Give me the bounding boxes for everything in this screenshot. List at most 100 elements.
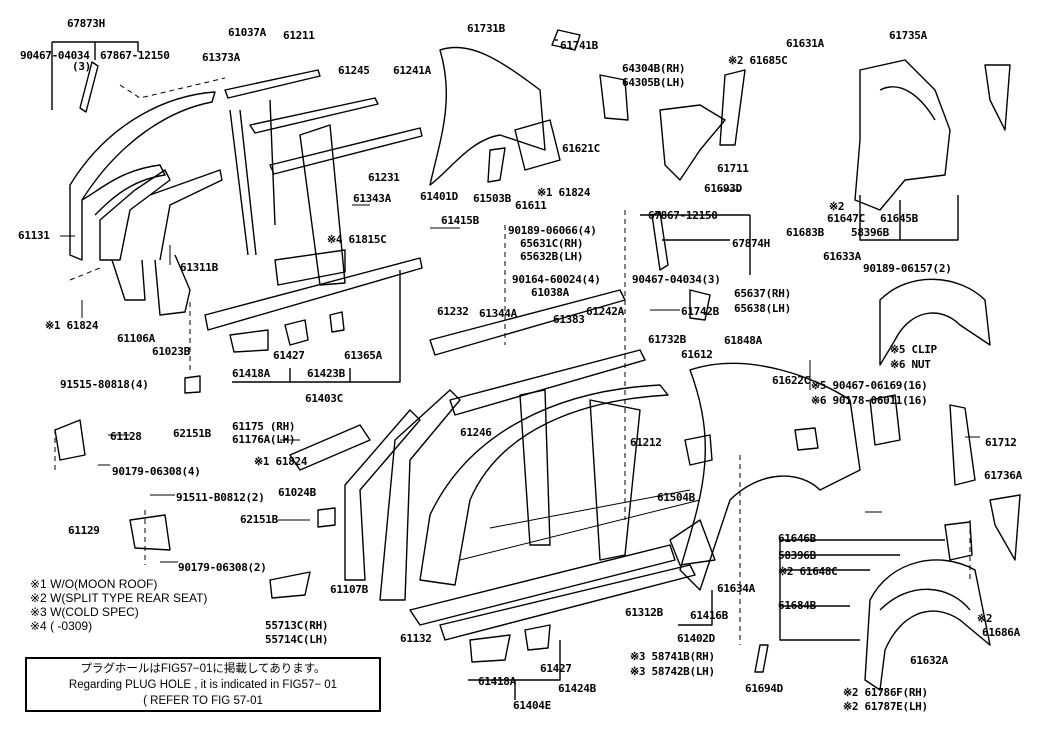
part-label-61694d[interactable]: 61694D [745, 682, 783, 695]
part-label-58741b[interactable]: ※3 58741B(RH) [630, 650, 715, 663]
part-label-61645b[interactable]: 61645B [880, 212, 918, 225]
part-label-61242a[interactable]: 61242A [586, 305, 624, 318]
part-label-90178[interactable]: ※6 90178-06011(16) [811, 394, 928, 407]
part-label-61427-a[interactable]: 61427 [273, 349, 305, 362]
part-label-61404e[interactable]: 61404E [513, 699, 551, 712]
part-label-61343a[interactable]: 61343A [353, 192, 391, 205]
part-label-61416b[interactable]: 61416B [690, 609, 728, 622]
part-label-61365a[interactable]: 61365A [344, 349, 382, 362]
part-label-61246[interactable]: 61246 [460, 426, 492, 439]
part-label-61383[interactable]: 61383 [553, 313, 585, 326]
part-label-61611[interactable]: 61611 [515, 199, 547, 212]
part-label-61621c[interactable]: 61621C [562, 142, 600, 155]
part-label-61037a[interactable]: 61037A [228, 26, 266, 39]
part-label-55713c[interactable]: 55713C(RH) [265, 619, 329, 632]
part-label-62151b-b[interactable]: 62151B [240, 513, 278, 526]
part-label-61107b[interactable]: 61107B [330, 583, 368, 596]
part-label-90189-06157[interactable]: 90189-06157(2) [863, 262, 952, 275]
part-label-61344a[interactable]: 61344A [479, 307, 517, 320]
part-label-61787e[interactable]: ※2 61787E(LH) [843, 700, 928, 713]
part-label-65631c[interactable]: 65631C(RH) [520, 237, 584, 250]
part-label-61712[interactable]: 61712 [985, 436, 1017, 449]
part-label-61824c[interactable]: ※1 61824 [254, 455, 308, 468]
part-label-5clip[interactable]: ※5 CLIP [890, 343, 937, 356]
part-label-61175[interactable]: 61175 (RH) [232, 420, 296, 433]
part-label-90467-b[interactable]: 90467-04034(3) [632, 273, 721, 286]
part-label-61612[interactable]: 61612 [681, 348, 713, 361]
part-label-3a[interactable]: (3) [72, 60, 91, 73]
part-label-61504b[interactable]: 61504B [657, 491, 695, 504]
part-label-6nut[interactable]: ※6 NUT [890, 358, 931, 371]
part-label-67867-b[interactable]: 67867-12150 [648, 209, 718, 222]
part-label-91515[interactable]: 91515-80818(4) [60, 378, 149, 391]
part-label-61418a-a[interactable]: 61418A [232, 367, 270, 380]
part-label-61024b[interactable]: 61024B [278, 486, 316, 499]
part-label-90179-2[interactable]: 90179-06308(2) [178, 561, 267, 574]
part-label-61824b[interactable]: ※1 61824 [537, 186, 591, 199]
part-label-61648c[interactable]: ※2 61648C [778, 565, 838, 578]
part-label-61424b[interactable]: 61424B [558, 682, 596, 695]
part-label-61732b[interactable]: 61732B [648, 333, 686, 346]
part-label-61647c[interactable]: 61647C [827, 212, 865, 225]
part-label-58396b-b[interactable]: 58396B [778, 549, 816, 562]
part-label-90467-a[interactable]: 90467-04034 [20, 49, 90, 62]
part-label-55714c[interactable]: 55714C(LH) [265, 633, 329, 646]
part-label-61503b[interactable]: 61503B [473, 192, 511, 205]
part-label-61741b[interactable]: 61741B [560, 39, 598, 52]
part-label-61731b[interactable]: 61731B [467, 22, 505, 35]
part-label-61646b[interactable]: 61646B [778, 532, 816, 545]
part-label-61815c[interactable]: ※4 61815C [327, 233, 387, 246]
part-label-61311b[interactable]: 61311B [180, 261, 218, 274]
part-label-91511[interactable]: 91511-B0812(2) [176, 491, 265, 504]
part-label-61848a[interactable]: 61848A [724, 334, 762, 347]
part-label-61241a[interactable]: 61241A [393, 64, 431, 77]
part-label-61622c[interactable]: 61622C [772, 374, 810, 387]
part-label-61693d[interactable]: 61693D [704, 182, 742, 195]
part-label-61632a[interactable]: 61632A [910, 654, 948, 667]
part-label-61401d[interactable]: 61401D [420, 190, 458, 203]
part-label-65638[interactable]: 65638(LH) [734, 302, 791, 315]
part-label-61245[interactable]: 61245 [338, 64, 370, 77]
part-label-61683b[interactable]: 61683B [786, 226, 824, 239]
part-label-67874h[interactable]: 67874H [732, 237, 770, 250]
part-label-90189-06066[interactable]: 90189-06066(4) [508, 224, 597, 237]
part-label-61418a-b[interactable]: 61418A [478, 675, 516, 688]
part-label-61232[interactable]: 61232 [437, 305, 469, 318]
part-label-90467-06169[interactable]: ※5 90467-06169(16) [811, 379, 928, 392]
part-label-61427-b[interactable]: 61427 [540, 662, 572, 675]
part-label-61684b[interactable]: 61684B [778, 599, 816, 612]
part-label-61106a[interactable]: 61106A [117, 332, 155, 345]
part-label-61631a[interactable]: 61631A [786, 37, 824, 50]
part-label-61038a[interactable]: 61038A [531, 286, 569, 299]
part-label-2a[interactable]: ※2 [829, 200, 845, 213]
part-label-61312b[interactable]: 61312B [625, 606, 663, 619]
part-label-61634a[interactable]: 61634A [717, 582, 755, 595]
part-label-90179-4[interactable]: 90179-06308(4) [112, 465, 201, 478]
part-label-61423b[interactable]: 61423B [307, 367, 345, 380]
part-label-64304b[interactable]: 64304B(RH) [622, 62, 686, 75]
part-label-61129[interactable]: 61129 [68, 524, 100, 537]
part-label-90164[interactable]: 90164-60024(4) [512, 273, 601, 286]
part-label-67867-a[interactable]: 67867-12150 [100, 49, 170, 62]
part-label-61735a[interactable]: 61735A [889, 29, 927, 42]
part-label-61786f[interactable]: ※2 61786F(RH) [843, 686, 928, 699]
part-label-61685c[interactable]: ※2 61685C [728, 54, 788, 67]
part-label-61824a[interactable]: ※1 61824 [45, 319, 99, 332]
part-label-67873h[interactable]: 67873H [67, 17, 105, 30]
part-label-62151b-a[interactable]: 62151B [173, 427, 211, 440]
part-label-65637[interactable]: 65637(RH) [734, 287, 791, 300]
part-label-64305b[interactable]: 64305B(LH) [622, 76, 686, 89]
part-label-61403c[interactable]: 61403C [305, 392, 343, 405]
part-label-61023b[interactable]: 61023B [152, 345, 190, 358]
part-label-61211[interactable]: 61211 [283, 29, 315, 42]
part-label-65632b[interactable]: 65632B(LH) [520, 250, 584, 263]
part-label-61212[interactable]: 61212 [630, 436, 662, 449]
part-label-61633a[interactable]: 61633A [823, 250, 861, 263]
part-label-58396b-a[interactable]: 58396B [851, 226, 889, 239]
part-label-61176a[interactable]: 61176A(LH) [232, 433, 296, 446]
part-label-61131[interactable]: 61131 [18, 229, 50, 242]
part-label-61231[interactable]: 61231 [368, 171, 400, 184]
part-label-61736a[interactable]: 61736A [984, 469, 1022, 482]
part-label-61742b[interactable]: 61742B [681, 305, 719, 318]
part-label-58742b[interactable]: ※3 58742B(LH) [630, 665, 715, 678]
